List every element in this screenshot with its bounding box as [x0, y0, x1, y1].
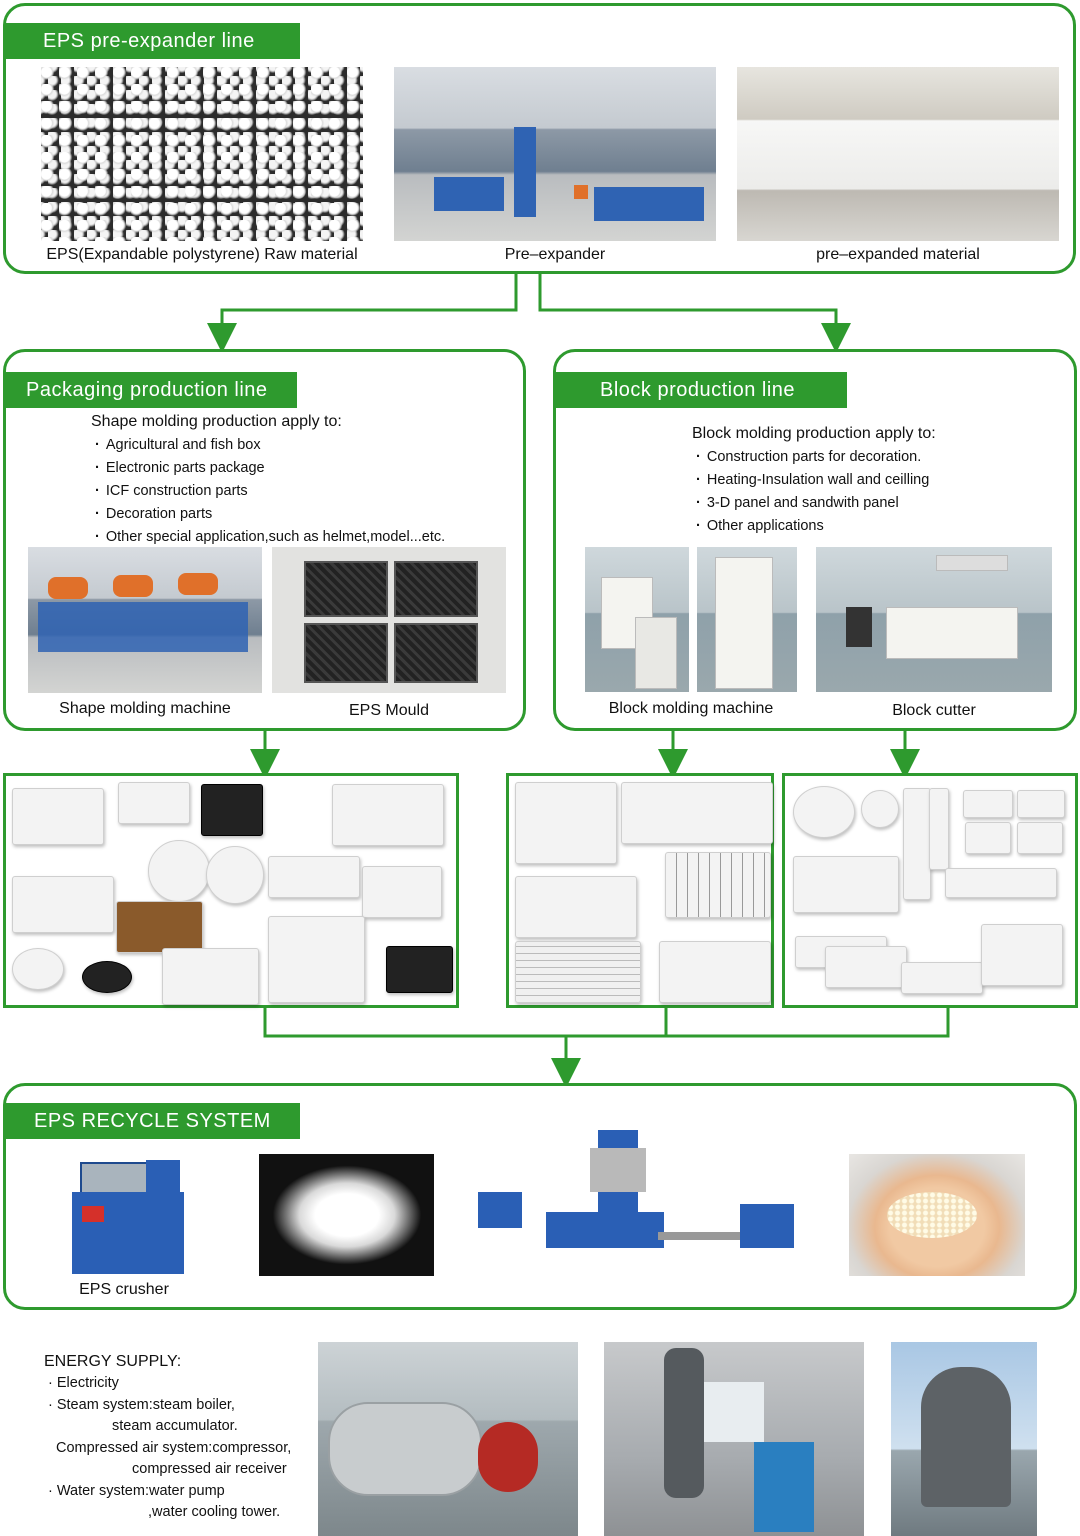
pre-expander-title: EPS pre-expander line	[6, 23, 300, 59]
packaging-panel: Packaging production line Shape molding …	[3, 349, 526, 731]
steam-boiler-photo	[318, 1342, 578, 1536]
pre-expander-caption: Pre–expander	[504, 246, 606, 263]
list-item: Agricultural and fish box	[95, 434, 511, 457]
arrow-to-block	[538, 274, 851, 353]
list-item: Heating-Insulation wall and ceilling	[696, 469, 1062, 492]
list-item: · Electricity	[48, 1375, 119, 1391]
block-molding-machine-photo-2	[697, 547, 797, 692]
block-applications: Block molding production apply to: Const…	[692, 422, 1062, 538]
block-title: Block production line	[556, 372, 847, 408]
eps-mould-photo	[272, 547, 506, 693]
recycling-machine-photo	[474, 1124, 806, 1276]
shape-molding-machine-photo	[28, 547, 262, 693]
packaging-products-box	[3, 773, 459, 1008]
pre-expanded-material-photo	[737, 67, 1059, 241]
eps-crusher-caption: EPS crusher	[79, 1281, 169, 1298]
list-item: Electronic parts package	[95, 457, 511, 480]
energy-supply: ENERGY SUPPLY: · Electricity · Steam sys…	[44, 1351, 314, 1524]
packaging-applications: Shape molding production apply to: Agric…	[91, 410, 511, 549]
list-item: compressed air receiver	[132, 1461, 287, 1477]
arrow-to-packaging	[207, 274, 518, 353]
block-products-box	[506, 773, 774, 1008]
block-panel: Block production line Block molding prod…	[553, 349, 1077, 731]
recycle-panel: EPS RECYCLE SYSTEM EPS crusher	[3, 1083, 1077, 1310]
eps-granules-photo	[259, 1154, 434, 1276]
pre-expander-photo	[394, 67, 716, 241]
list-item: ICF construction parts	[95, 480, 511, 503]
list-item: Construction parts for decoration.	[696, 446, 1062, 469]
eps-mould-caption: EPS Mould	[348, 702, 430, 719]
raw-material-photo	[41, 67, 363, 241]
block-apply-header: Block molding production apply to:	[692, 425, 936, 442]
packaging-apply-header: Shape molding production apply to:	[91, 413, 342, 430]
pre-expander-panel: EPS pre-expander line EPS(Expandable pol…	[3, 3, 1076, 274]
list-item: · Water system:water pump	[48, 1482, 225, 1499]
pre-expanded-material-caption: pre–expanded material	[816, 246, 980, 263]
raw-material-caption: EPS(Expandable polystyrene) Raw material	[46, 246, 358, 263]
energy-header: ENERGY SUPPLY:	[44, 1353, 182, 1370]
block-molding-machine-photo-1	[585, 547, 689, 692]
block-cutter-photo	[816, 547, 1052, 692]
eps-crusher-photo	[66, 1152, 190, 1284]
list-item: Decoration parts	[95, 503, 511, 526]
recycle-title: EPS RECYCLE SYSTEM	[6, 1103, 300, 1139]
list-item: Compressed air system:compressor,	[56, 1439, 292, 1456]
block-cutter-caption: Block cutter	[892, 702, 976, 719]
air-compressor-photo	[604, 1342, 864, 1536]
list-item: ,water cooling tower.	[148, 1504, 281, 1520]
list-item: 3-D panel and sandwith panel	[696, 492, 1062, 515]
list-item: · Steam system:steam boiler,	[48, 1396, 235, 1413]
shape-molding-machine-caption: Shape molding machine	[59, 700, 231, 717]
list-item: Other applications	[696, 515, 1062, 538]
recycled-pellets-photo	[849, 1154, 1025, 1276]
block-molding-machine-caption: Block molding machine	[608, 700, 774, 717]
cooling-tower-photo	[891, 1342, 1037, 1536]
merge-line	[263, 1008, 950, 1038]
list-item: steam accumulator.	[112, 1418, 238, 1434]
decoration-products-box	[782, 773, 1078, 1008]
packaging-title: Packaging production line	[6, 372, 297, 408]
list-item: Other special application,such as helmet…	[95, 526, 511, 549]
